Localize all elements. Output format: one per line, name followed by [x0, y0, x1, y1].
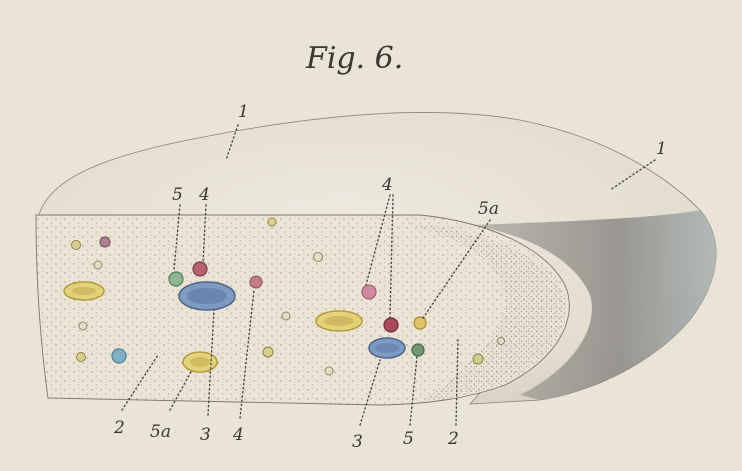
vessel-dot-1: [72, 241, 81, 250]
vessel-dot-3: [79, 322, 87, 330]
label-5-bottom-right: 5: [403, 429, 414, 449]
label-1-top: 1: [238, 102, 249, 122]
vessel-blue-right-lumen: [375, 343, 399, 353]
vessel-dot-2: [94, 261, 102, 269]
vessel-blue-small: [112, 349, 126, 363]
vessel-orange-right: [414, 317, 426, 329]
vessel-dot-9: [325, 367, 333, 375]
label-5-left: 5: [172, 185, 183, 205]
vessel-green-left: [169, 272, 183, 286]
label-4-center: 4: [381, 175, 393, 195]
vessel-dot-8: [263, 347, 273, 357]
vessel-blue-large-lumen: [187, 288, 227, 304]
label-2-bottom-left: 2: [113, 418, 125, 438]
vessel-dot-6: [314, 253, 323, 262]
vessel-red-mid: [250, 276, 262, 288]
vessel-dot-7: [282, 312, 290, 320]
vessel-yellow-center-lumen: [324, 316, 354, 326]
label-5a-bottom-left: 5a: [150, 422, 171, 442]
label-4-left: 4: [198, 185, 210, 205]
vessel-yellow-left-lumen: [72, 287, 96, 295]
label-1-right: 1: [656, 139, 667, 159]
vessel-red-small-left: [100, 237, 110, 247]
label-5a-right: 5a: [478, 199, 499, 219]
label-3-bottom-left: 3: [200, 425, 211, 445]
vessel-red-upper-left: [193, 262, 207, 276]
vessel-red-right: [384, 318, 398, 332]
vessel-green-right: [412, 344, 424, 356]
vessel-pink-right: [362, 285, 376, 299]
label-3-bottom-right: 3: [352, 432, 363, 452]
figure-title: Fig. 6.: [305, 41, 403, 76]
vessel-dot-11: [498, 338, 505, 345]
vessel-dot-10: [473, 354, 483, 364]
vessel-dot-4: [77, 353, 86, 362]
vessel-yellow-bottom-lumen: [190, 357, 210, 367]
label-2-bottom-right: 2: [447, 429, 459, 449]
vessel-dot-5: [268, 218, 276, 226]
label-4-bottom-left: 4: [232, 425, 244, 445]
